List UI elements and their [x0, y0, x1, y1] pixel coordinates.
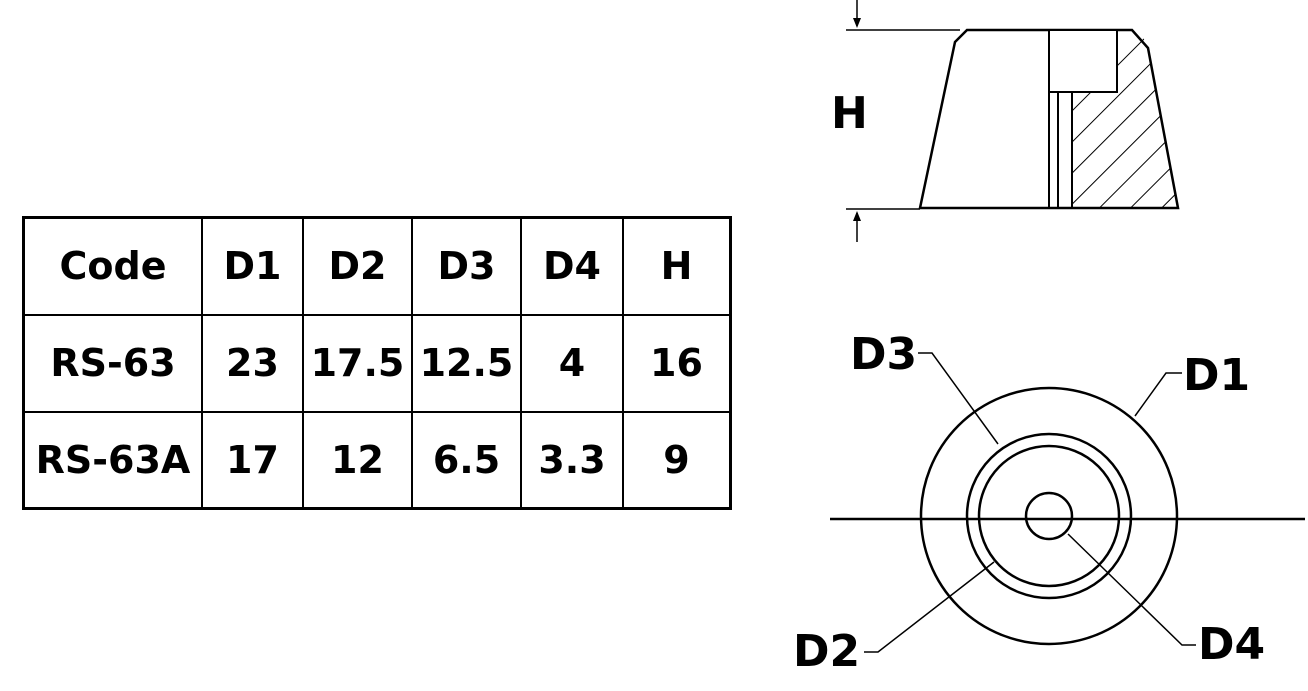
counterbore: [1048, 29, 1118, 93]
top-view: D3 D1 D2 D4: [793, 329, 1305, 677]
cell-d3: 12.5: [411, 313, 522, 413]
leader-d2: [864, 561, 995, 653]
circle-d4: [1024, 491, 1074, 541]
label-d1: D1: [1183, 350, 1250, 401]
cell-d3: 6.5: [411, 410, 522, 510]
table-header-row: Code D1 D2 D3 D4 H: [22, 216, 732, 316]
side-outline: [918, 28, 1180, 210]
dimensions-table: Code D1 D2 D3 D4 H RS-63 23 17.5 12.5 4 …: [22, 216, 732, 510]
table-row: RS-63A 17 12 6.5 3.3 9: [22, 410, 732, 510]
table-row: RS-63 23 17.5 12.5 4 16: [22, 313, 732, 413]
cell-d2: 12: [302, 410, 413, 510]
cell-h: 9: [622, 410, 732, 510]
label-d3: D3: [850, 329, 917, 380]
height-label: H: [831, 88, 868, 139]
header-d2: D2: [302, 216, 413, 316]
arrow-head-bottom: [853, 211, 861, 221]
hatched-section: [1072, 30, 1178, 207]
side-view: H: [831, 0, 1180, 242]
label-d4: D4: [1198, 619, 1265, 670]
label-d2: D2: [793, 626, 860, 677]
arrow-head-top: [853, 18, 861, 28]
header-d4: D4: [520, 216, 624, 316]
leader-d4: [1067, 533, 1196, 646]
header-d1: D1: [201, 216, 304, 316]
header-code: Code: [22, 216, 203, 316]
cell-d1: 17: [201, 410, 304, 510]
cell-code: RS-63: [22, 313, 203, 413]
cell-d2: 17.5: [302, 313, 413, 413]
circle-d3: [977, 444, 1121, 588]
cell-d4: 4: [520, 313, 624, 413]
cell-h: 16: [622, 313, 732, 413]
cell-d1: 23: [201, 313, 304, 413]
cell-d4: 3.3: [520, 410, 624, 510]
header-d3: D3: [411, 216, 522, 316]
circle-d2: [965, 432, 1133, 600]
leader-d1: [1134, 372, 1182, 417]
leader-d3: [918, 352, 999, 445]
header-h: H: [622, 216, 732, 316]
circle-d1: [919, 386, 1179, 646]
cell-code: RS-63A: [22, 410, 203, 510]
